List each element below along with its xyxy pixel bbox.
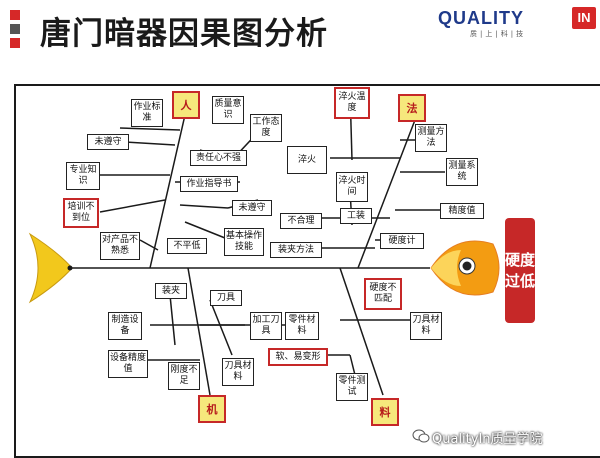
slide-bullet-square-red [10,10,20,20]
wechat-watermark: QualityIn质量学院 [432,432,543,447]
cause-quality-awareness: 质量意识 [212,96,244,124]
category-man: 人 [172,91,200,119]
cause-not-followed-2: 未遵守 [232,200,272,216]
company-logo-badge: IN [572,7,596,29]
category-method: 法 [398,94,426,122]
effect-box-hardness-too-low: 硬度过低 [505,218,535,323]
fish-tail-icon [28,232,73,304]
cause-hardness-meter: 硬度计 [380,233,424,249]
cause-clamping: 装夹 [155,283,187,299]
cause-tooling: 工装 [340,208,372,224]
cause-processing-tool: 加工刀具 [250,312,282,340]
cause-not-followed: 未遵守 [87,134,129,150]
cause-work-standard: 作业标准 [131,99,163,127]
slide-bullet-square-red-2 [10,38,20,48]
company-logo-text: QUALITY [438,8,524,28]
cause-basic-skills: 基本操作技能 [224,228,264,256]
cause-manufacturing-equipment: 制造设备 [108,312,142,340]
cause-lack-responsibility: 责任心不强 [190,150,247,166]
bone-machine [187,267,211,396]
cause-insufficient-rigidity: 刚度不足 [168,362,200,390]
cause-work-attitude: 工作态度 [250,114,282,142]
cause-part-test: 零件测试 [336,373,368,401]
cause-insufficient-training: 培训不到位 [63,198,99,228]
cause-quench-temperature: 淬火温度 [334,87,370,119]
cause-clamping-method: 装夹方法 [270,242,322,258]
cause-accuracy: 精度值 [440,203,484,219]
bone-material [339,267,384,396]
wechat-icon [412,429,430,443]
cause-unfamiliar-product: 对产品不熟悉 [100,232,140,260]
cause-soft-deformable: 软、易变形 [268,348,328,366]
fish-head-icon [430,240,500,296]
cause-quench: 淬火 [287,146,327,174]
cause-unreasonable: 不合理 [280,213,322,229]
company-logo-subtitle: 质|上|科|技 [470,30,527,38]
cause-uneven: 不平低 [167,238,207,254]
cause-tool-material: 刀具材料 [222,358,254,386]
category-machine: 机 [198,395,226,423]
cause-part-material: 零件材料 [285,312,319,340]
cause-measurement-method: 测量方法 [415,124,447,152]
category-material: 料 [371,398,399,426]
slide-title: 唐门暗器因果图分析 [40,16,328,52]
cause-work-instruction: 作业指导书 [180,176,238,192]
cause-hardness-mismatch: 硬度不匹配 [364,278,402,310]
cause-quench-time: 淬火时间 [336,172,368,202]
cause-tool-material-2: 刀具材料 [410,312,442,340]
cause-measurement-system: 测量系统 [446,158,478,186]
bone-method [357,119,416,269]
bone-man [149,114,186,269]
cause-equipment-accuracy: 设备精度值 [108,350,148,378]
cause-professional-knowledge: 专业知识 [66,162,100,190]
cause-tool: 刀具 [210,290,242,306]
slide-bullet-square-gray [10,24,20,34]
